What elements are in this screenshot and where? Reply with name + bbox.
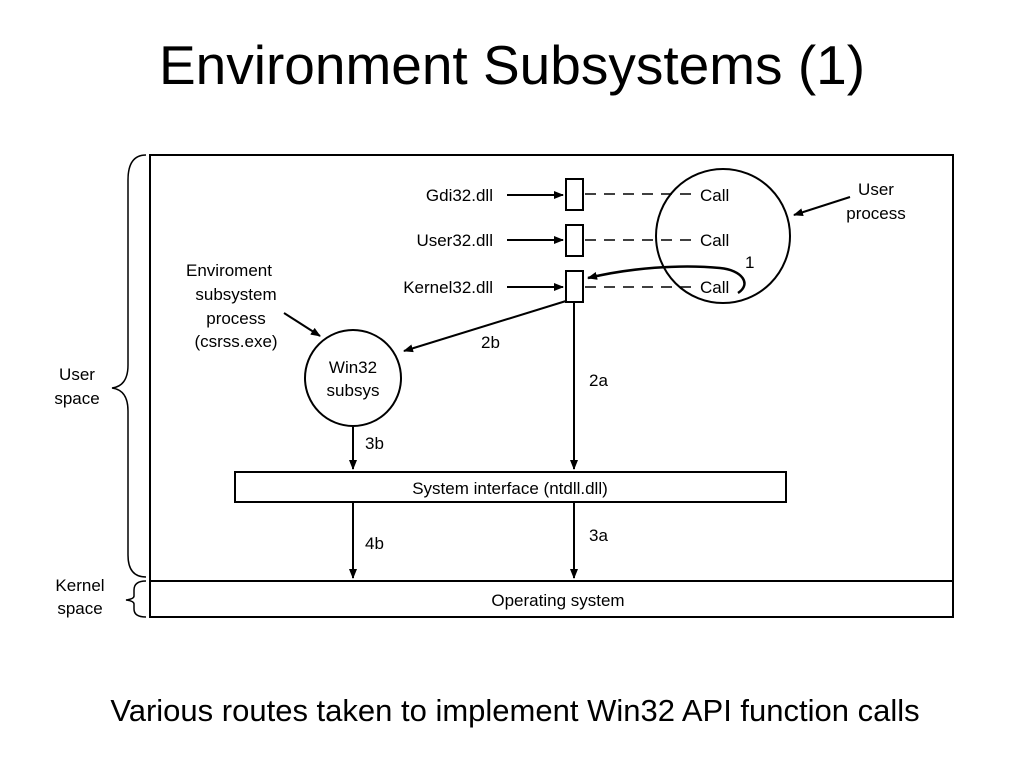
user-process-label-line1: User [858,180,894,199]
route-label-4b: 4b [365,534,384,553]
env-subsystem-label-line1: Enviroment [186,261,272,280]
dll-label-user32: User32.dll [416,231,493,250]
operating-system-label: Operating system [491,591,624,610]
kernel32-stub-box [565,270,584,303]
call-label-1: Call [700,186,729,205]
user-process-label-line2: process [846,204,906,223]
user-space-label-line2: space [54,389,99,408]
operating-system-box [149,580,954,618]
route-2b-arrow [403,300,567,353]
user-space-brace [111,154,147,578]
system-interface-label: System interface (ntdll.dll) [412,479,608,498]
win32-subsystem-circle [304,329,402,427]
route-1-arrow [587,265,746,295]
kernel-space-label-line2: space [57,599,102,618]
kernel-space-brace [125,580,147,618]
win32-label-line2: subsys [327,381,380,400]
route-label-1: 1 [745,253,754,272]
user32-stub-box [565,224,584,257]
route-label-2a: 2a [589,371,608,390]
route-label-3a: 3a [589,526,608,545]
dll-label-gdi32: Gdi32.dll [426,186,493,205]
slide-title: Environment Subsystems (1) [158,34,866,96]
user-space-label-line1: User [59,365,95,384]
dll-label-kernel32: Kernel32.dll [403,278,493,297]
user-process-pointer [793,196,851,217]
user-space-frame [149,154,954,582]
call-label-3: Call [700,278,729,297]
env-subsystem-label-line2: subsystem [195,285,276,304]
route-label-2b: 2b [481,333,500,352]
call-label-2: Call [700,231,729,250]
gdi32-stub-box [565,178,584,211]
system-interface-box [234,471,787,503]
route-label-3b: 3b [365,434,384,453]
kernel-space-label-line1: Kernel [55,576,104,595]
user-process-circle [655,168,791,304]
env-subsystem-label-line4: (csrss.exe) [194,332,277,351]
win32-label-line1: Win32 [329,358,377,377]
env-subsystem-pointer [283,312,321,337]
env-subsystem-label-line3: process [206,309,266,328]
slide-caption: Various routes taken to implement Win32 … [110,693,920,728]
